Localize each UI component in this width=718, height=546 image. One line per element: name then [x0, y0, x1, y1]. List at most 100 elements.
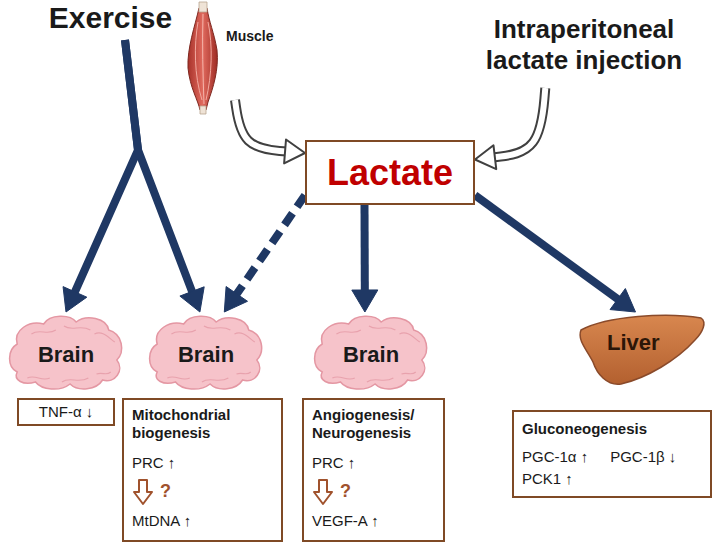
brain-fold	[336, 330, 360, 334]
node-text: PCK1 ↑	[522, 470, 573, 487]
text-row: ?	[312, 478, 435, 506]
connector	[235, 100, 305, 163]
text-row: VEGF-A ↑	[312, 512, 435, 530]
node-text: Muscle	[226, 28, 273, 44]
text-row: Muscle	[226, 27, 290, 45]
node-text: Brain	[178, 342, 234, 367]
connector-line	[475, 195, 619, 300]
text-row: Liver	[607, 330, 707, 356]
brain-fold	[31, 330, 55, 334]
hollow-down-arrow	[312, 478, 334, 506]
connector-line	[125, 40, 193, 293]
connector	[352, 205, 378, 312]
connector-line	[493, 88, 545, 157]
text-row: Angiogenesis/ Neurogenesis	[312, 406, 435, 442]
node-text: PGC-1β ↓	[610, 448, 676, 465]
liver-shape: Liver	[577, 312, 707, 387]
node-text: Mitochondrial biogenesis	[132, 406, 230, 441]
brain-fold	[97, 372, 111, 374]
node-text: PRC ↑	[312, 454, 355, 471]
connector	[475, 195, 636, 312]
text-row: Lactate	[327, 151, 453, 194]
node-text: PRC ↑	[132, 454, 175, 471]
connector-line	[361, 205, 369, 292]
arrow-head	[284, 139, 305, 163]
arrow-head	[63, 287, 87, 312]
arrow-head	[180, 287, 204, 312]
connector-line	[235, 100, 287, 152]
brain-outline	[315, 316, 427, 389]
brain-fold	[64, 326, 90, 330]
muscle-illustration	[188, 2, 217, 114]
brain-fold	[402, 372, 416, 374]
brain-outline	[10, 316, 122, 389]
brain-fold	[62, 378, 88, 382]
arrow-head	[352, 290, 378, 312]
text-row: Gluconeogenesis	[522, 420, 702, 438]
connector	[125, 40, 204, 312]
node-text: PGC-1α ↑	[522, 448, 588, 465]
connector-line	[235, 100, 287, 152]
arrow-head	[610, 289, 635, 312]
muscle-source: Muscle	[180, 5, 290, 100]
node-text: ?	[340, 481, 351, 503]
text-row: Exercise	[38, 0, 183, 36]
effect-box: TNF-α ↓	[17, 398, 115, 426]
node-text: Exercise	[49, 1, 172, 34]
brain-fold	[369, 326, 395, 330]
central-box: Lactate	[305, 140, 475, 205]
text-row: PGC-1β ↓	[610, 448, 676, 466]
hollow-down-arrow	[132, 478, 154, 506]
text-row: Brain	[178, 342, 234, 368]
effect-box: Angiogenesis/ NeurogenesisPRC ↑? VEGF-A ↑	[302, 398, 445, 542]
text-row: PCK1 ↑	[522, 470, 573, 488]
brain-fold	[237, 372, 251, 374]
text-row: TNF-α ↓	[23, 403, 109, 421]
brain-fold	[167, 377, 189, 379]
arrow-head	[224, 287, 247, 312]
node-text: Intraperitoneal lactate injection	[486, 14, 683, 75]
node-text: Angiogenesis/ Neurogenesis	[312, 406, 415, 441]
brain-shape: Brain	[310, 312, 432, 394]
brain-fold	[202, 378, 228, 382]
brain-fold	[399, 333, 419, 342]
source-label: Exercise	[38, 0, 183, 40]
node-text: Brain	[38, 342, 94, 367]
effect-box: Mitochondrial biogenesisPRC ↑? MtDNA ↑	[122, 398, 283, 542]
node-text: TNF-α ↓	[39, 403, 94, 420]
brain-outline	[150, 316, 262, 389]
node-text: ?	[160, 481, 171, 503]
arrow-head	[475, 145, 496, 169]
node-text: Gluconeogenesis	[522, 420, 647, 437]
brain-fold	[171, 330, 195, 334]
text-row: Brain	[343, 342, 399, 368]
text-row: PGC-1α ↑	[522, 448, 588, 466]
node-text: MtDNA ↑	[132, 512, 191, 529]
brain-fold	[204, 326, 230, 330]
liver-outline	[580, 315, 704, 384]
text-row: ?	[132, 478, 273, 506]
connector-line	[236, 195, 305, 295]
node-text: Lactate	[327, 152, 453, 193]
source-label: Intraperitoneal lactate injection	[455, 12, 713, 88]
effect-box: GluconeogenesisPGC-1α ↑ PGC-1β ↓ PCK1 ↑	[512, 410, 712, 498]
text-row: MtDNA ↑	[132, 512, 273, 530]
connector-line	[493, 88, 545, 157]
connector	[475, 88, 545, 169]
brain-fold	[94, 333, 114, 342]
node-text: Brain	[343, 342, 399, 367]
brain-fold	[234, 333, 254, 342]
brain-fold	[27, 377, 49, 379]
text-row: Intraperitoneal lactate injection	[455, 14, 713, 76]
brain-fold	[332, 377, 354, 379]
brain-fold	[367, 378, 393, 382]
brain-shape: Brain	[145, 312, 267, 394]
text-row: PRC ↑	[132, 454, 273, 472]
text-row: Mitochondrial biogenesis	[132, 406, 273, 442]
text-row: Brain	[38, 342, 94, 368]
brain-shape: Brain	[5, 312, 127, 394]
text-row: PRC ↑	[312, 454, 435, 472]
node-text: Liver	[607, 330, 660, 355]
connector	[224, 195, 305, 312]
